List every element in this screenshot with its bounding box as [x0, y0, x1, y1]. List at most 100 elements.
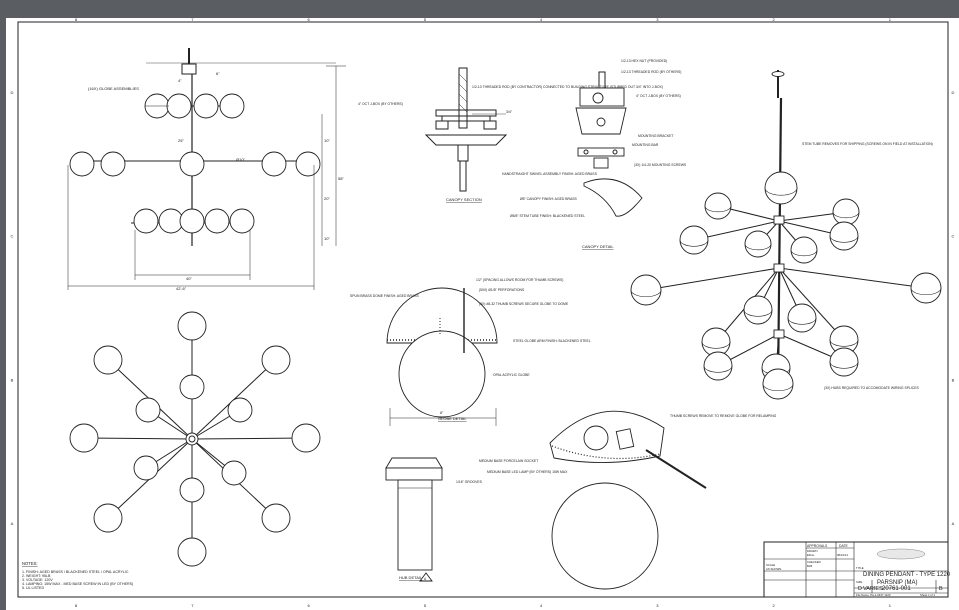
dim-height: 58": [338, 176, 344, 181]
zone-label-2: 2: [773, 603, 776, 608]
zone-label-A: A: [952, 521, 955, 526]
tb-drawn: DRAWN: [807, 549, 817, 553]
zone-label-C: C: [952, 234, 955, 239]
zone-label-7: 7: [191, 603, 194, 608]
tb-drawn-by: Ethan: [807, 553, 815, 557]
tb-rev: B: [939, 586, 943, 592]
globe-detail-view: [386, 287, 498, 426]
dim-right-1: 10": [324, 138, 330, 143]
note-2: 2. WEIGHT: 95LB: [22, 574, 51, 578]
zone-label-4: 4: [540, 603, 543, 608]
canopy-detail-note-2: 1/2-13 THREADED ROD (BY OTHERS): [621, 70, 681, 74]
title-block: [763, 541, 949, 598]
dim-rad: 25": [178, 138, 184, 143]
zone-label-3: 3: [656, 18, 659, 22]
tb-title-2: PARSNIP (MA): [877, 580, 917, 586]
globe-perf-note: (50X) Ø1/8" PERFORATIONS: [479, 288, 525, 292]
zone-label-8: 8: [75, 18, 78, 22]
hub-detail-mark: A: [424, 577, 427, 581]
canopy-detail-title: CANOPY DETAIL: [582, 244, 614, 249]
zone-label-A: A: [11, 521, 14, 526]
zone-label-6: 6: [308, 603, 311, 608]
plan-view: [69, 311, 321, 567]
canopy-rod-note: 1/2-13 THREADED ROD (BY CONTRACTOR) CONN…: [472, 85, 663, 89]
socket-detail-view: [549, 410, 707, 590]
tb-checked: CHECKED: [807, 560, 821, 564]
globe-thumb-note: (3X) #8-32 THUMB SCREWS SECURE GLOBE TO …: [479, 302, 569, 306]
zone-label-D: D: [11, 90, 14, 95]
zone-label-7: 7: [191, 18, 194, 22]
canopy-detail-view: [575, 71, 643, 217]
iso-hubs-note: (3X) HUBS REQUIRED TO ACCOMODATE WIRING …: [824, 386, 920, 390]
dim-globe: Ø10": [236, 157, 246, 162]
canopy-section-title: CANOPY SECTION: [446, 197, 482, 202]
tb-size: D: [858, 586, 862, 592]
tb-title-1: DINING PENDANT - TYPE 1220: [863, 572, 951, 578]
canopy-detail-note-5: MOUNTING BAR: [632, 143, 659, 147]
dim-small-2: 4": [178, 78, 182, 83]
socket-thumb-note: THUMB SCREWS REMOVE TO REMOVE GLOBE FOR …: [670, 414, 777, 418]
canopy-detail-note-3: 4" OCT J-BOX (BY OTHERS): [636, 94, 681, 98]
tb-scale-label: SCALE: [766, 563, 775, 567]
notes-heading: NOTES:: [22, 561, 38, 566]
zone-label-3: 3: [656, 603, 659, 608]
globe-arm-note: STEEL GLOBE ARM FINISH: BLACKENED STEEL: [513, 339, 591, 343]
tb-sheet: Sheet 1 of 1: [920, 593, 936, 597]
tb-scale-value: AS SHOWN: [766, 567, 781, 571]
zone-label-8: 8: [75, 603, 78, 608]
zone-label-5: 5: [424, 18, 427, 22]
zone-label-6: 6: [308, 18, 311, 22]
tb-size-label: SIZE: [856, 580, 862, 584]
note-3: 3. VOLTAGE: 120V: [22, 578, 53, 582]
zone-label-1: 1: [889, 603, 892, 608]
zone-label-D: D: [952, 90, 955, 95]
zone-label-B: B: [11, 377, 14, 382]
canopy-section-dim: 3/4": [506, 110, 513, 114]
dim-small-1: 6": [216, 71, 220, 76]
dim-right-3: 10": [324, 236, 330, 241]
company-logo: [876, 548, 926, 560]
tb-dwg-no: 20761-001: [882, 586, 911, 592]
zone-label-5: 5: [424, 603, 427, 608]
socket-lamp-note: MEDIUM BASE LED LAMP (BY OTHERS) 15W MAX: [487, 470, 568, 474]
front-elevation: [67, 48, 346, 290]
canopy-jbox-note: 4" OCT J-BOX (BY OTHERS): [358, 102, 403, 106]
globe-detail-title: GLOBE DETAIL: [438, 416, 467, 421]
note-1: 1. FINISH: AGED BRASS / BLACKENED STEEL …: [22, 570, 129, 574]
canopy-detail-note-8: Ø5" CANOPY FINISH: AGED BRASS: [520, 197, 577, 201]
zone-label-B: B: [952, 377, 955, 382]
hub-detail-title: HUB DETAIL: [399, 575, 423, 580]
iso-stem-note: STEM TUBE REMOVES FOR SHIPPING (SCREWS O…: [802, 142, 933, 146]
canopy-detail-note-7: HANDSTRAIGHT SWIVEL ASSEMBLY FINISH: AGE…: [502, 172, 598, 176]
dim-overall: 42'-6": [176, 286, 187, 291]
tb-checked-by: BLB: [807, 564, 812, 568]
socket-note: MEDIUM BASE PORCELAIN SOCKET: [479, 459, 538, 463]
globe-spacing-note: 1/2" (SPACING ALLOWS ROOM FOR THUMB SCRE…: [476, 278, 563, 282]
tb-varies: VARIES: [863, 586, 883, 592]
canopy-detail-note-1: 1/2-13 HEX NUT (PROVIDED): [621, 59, 667, 63]
canopy-section-view: [424, 67, 508, 192]
tb-date: DATE: [839, 544, 849, 548]
tb-title-label: TITLE: [856, 566, 864, 570]
globe-detail-dim: 8": [440, 411, 444, 415]
canopy-detail-note-4: MOUNTING BRACKET: [638, 134, 673, 138]
tb-approvals: APPROVALS: [807, 544, 828, 548]
zone-label-2: 2: [773, 18, 776, 22]
inner-border: [17, 21, 949, 598]
globe-assemblies-callout: (16X) GLOBE ASSEMBLIES: [88, 86, 139, 91]
canopy-detail-note-6: (3X) 1/4-20 MOUNTING SCREWS: [634, 163, 687, 167]
zone-label-4: 4: [540, 18, 543, 22]
note-5: 5. UL LISTED: [22, 586, 44, 590]
hub-detail-view: [385, 457, 443, 582]
zone-label-1: 1: [889, 18, 892, 22]
tb-file: File Name: PA-1-0437 1220: [856, 593, 891, 597]
note-4: 4. LAMPING: 15W MAX - MED BASE SCREW IN …: [22, 582, 133, 586]
isometric-view: [630, 70, 942, 400]
globe-dome-note: SPUN BRASS DOME FINISH: AGED BRASS: [350, 294, 420, 298]
canopy-detail-note-9: Ø5/8" STEM TUBE FINISH: BLACKENED STEEL: [510, 214, 585, 218]
dim-width: 40": [186, 276, 192, 281]
zone-label-C: C: [11, 234, 14, 239]
